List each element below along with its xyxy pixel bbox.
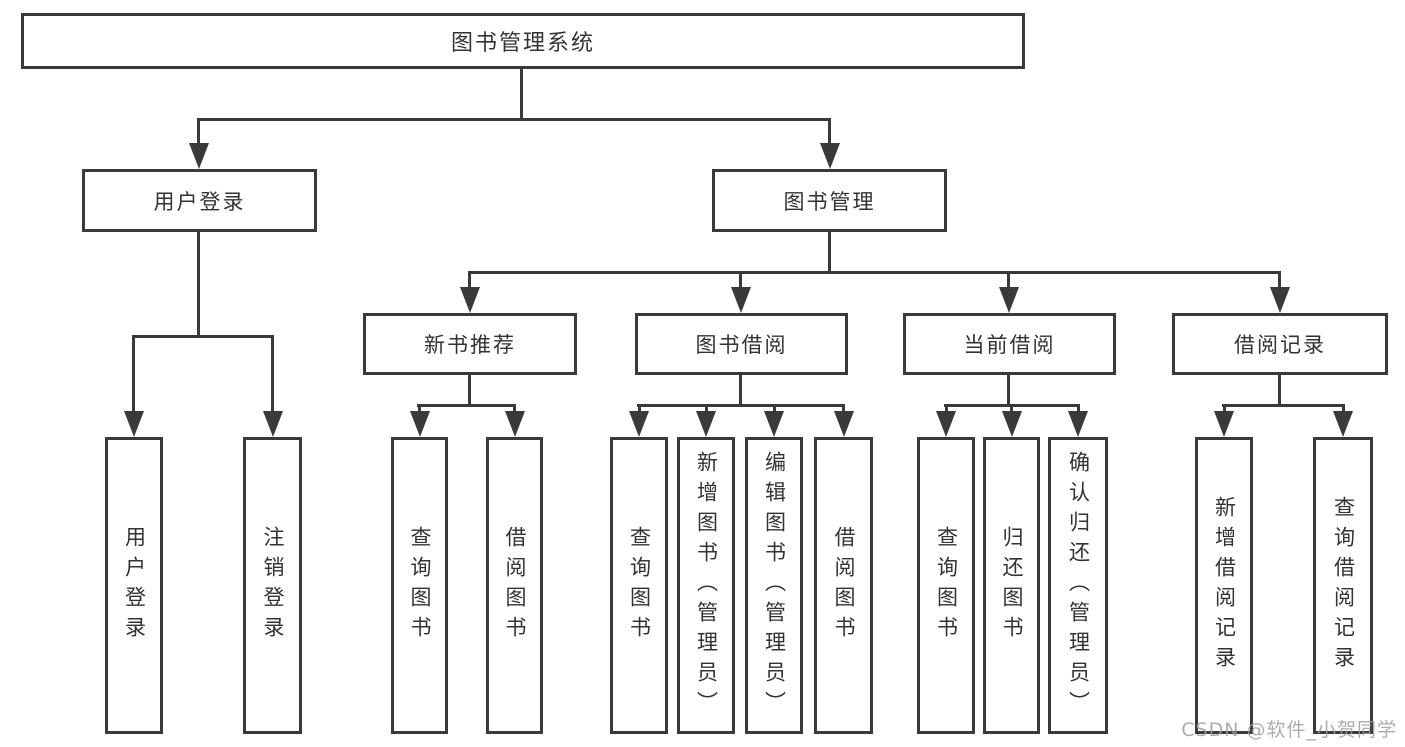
node-book-management: 图书管理 <box>712 169 947 232</box>
node-current-borrow: 当前借阅 <box>903 313 1116 375</box>
leaf-query-books-borrow: 查询图书 <box>610 437 668 734</box>
connector-line <box>773 404 776 416</box>
arrow-down-icon <box>936 411 956 437</box>
node-book-borrow: 图书借阅 <box>635 313 848 375</box>
arrow-down-icon <box>731 287 751 313</box>
arrow-down-icon <box>505 411 525 437</box>
connector-line <box>1278 271 1281 293</box>
node-new-book-recommend: 新书推荐 <box>363 313 577 375</box>
arrow-down-icon <box>820 143 840 169</box>
connector-line <box>418 404 421 416</box>
connector-line <box>828 229 831 274</box>
leaf-query-borrow-record: 查询借阅记录 <box>1313 437 1373 734</box>
arrow-down-icon <box>410 411 430 437</box>
leaf-borrow-books-recommend: 借阅图书 <box>486 437 543 734</box>
leaf-logout: 注销登录 <box>243 437 302 734</box>
leaf-query-books-current: 查询图书 <box>917 437 975 734</box>
leaf-query-books-recommend: 查询图书 <box>391 437 448 734</box>
connector-line <box>1223 404 1226 416</box>
arrow-down-icon <box>263 411 283 437</box>
leaf-return-book: 归还图书 <box>983 437 1040 734</box>
arrow-down-icon <box>999 287 1019 313</box>
arrow-down-icon <box>1214 411 1234 437</box>
connector-line <box>520 66 523 120</box>
arrow-down-icon <box>696 411 716 437</box>
node-borrow-records: 借阅记录 <box>1172 313 1388 375</box>
connector-line <box>197 118 200 150</box>
leaf-borrow-books: 借阅图书 <box>814 437 873 734</box>
connector-line <box>1222 404 1345 407</box>
arrow-down-icon <box>1068 411 1088 437</box>
connector-line <box>1007 372 1010 406</box>
connector-line <box>637 404 845 407</box>
arrow-down-icon <box>189 143 209 169</box>
connector-line <box>1010 404 1013 416</box>
connector-line <box>1342 404 1345 416</box>
connector-line <box>468 271 471 293</box>
connector-line <box>739 372 742 406</box>
connector-line <box>828 118 831 150</box>
leaf-add-borrow-record: 新增借阅记录 <box>1195 437 1253 734</box>
arrow-down-icon <box>1270 287 1290 313</box>
connector-line <box>513 404 516 416</box>
arrow-down-icon <box>629 411 649 437</box>
connector-line <box>132 335 135 415</box>
arrow-down-icon <box>460 287 480 313</box>
connector-line <box>197 229 200 337</box>
watermark: CSDN @软件_小贺同学 <box>1181 719 1397 741</box>
arrow-down-icon <box>834 411 854 437</box>
leaf-edit-book-admin: 编辑图书（管理员） <box>745 437 803 734</box>
connector-line <box>197 118 831 121</box>
leaf-user-login: 用户登录 <box>105 437 163 734</box>
connector-line <box>705 404 708 416</box>
connector-line <box>132 335 274 338</box>
connector-line <box>468 271 1281 274</box>
leaf-confirm-return-admin: 确认归还（管理员） <box>1048 437 1108 734</box>
connector-line <box>468 372 471 406</box>
arrow-down-icon <box>1333 411 1353 437</box>
connector-line <box>417 404 516 407</box>
arrow-down-icon <box>764 411 784 437</box>
arrow-down-icon <box>1002 411 1022 437</box>
connector-line <box>842 404 845 416</box>
connector-line <box>1007 271 1010 293</box>
connector-line <box>638 404 641 416</box>
connector-line <box>1077 404 1080 416</box>
connector-line <box>1278 372 1281 406</box>
node-user-login: 用户登录 <box>82 169 317 232</box>
node-library-management-system: 图书管理系统 <box>21 13 1025 69</box>
connector-line <box>945 404 948 416</box>
connector-line <box>739 271 742 293</box>
connector-line <box>271 335 274 415</box>
arrow-down-icon <box>124 411 144 437</box>
leaf-add-book-admin: 新增图书（管理员） <box>677 437 735 734</box>
